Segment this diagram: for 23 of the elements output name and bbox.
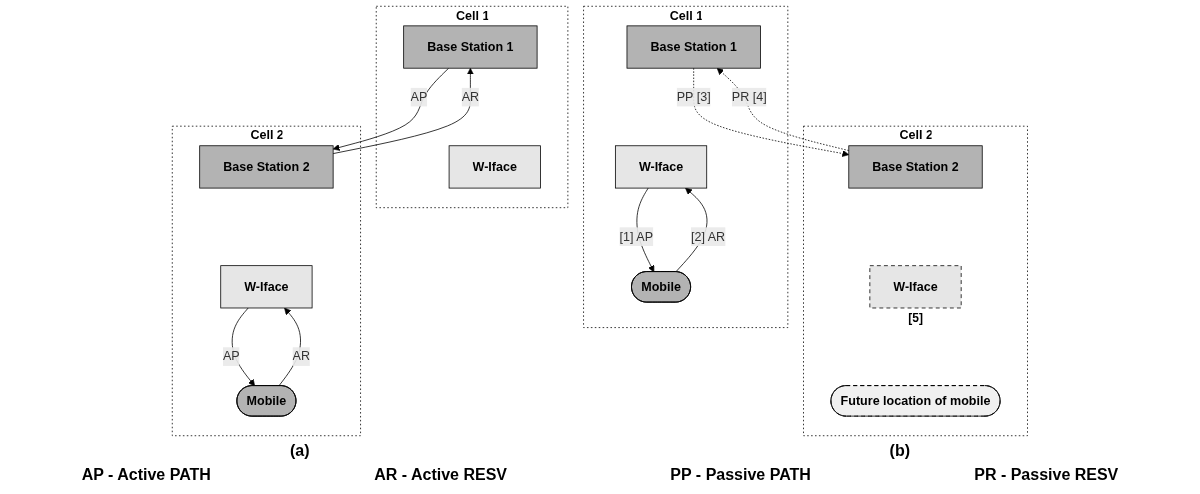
panel-label: (b) [889, 442, 910, 460]
edge-label: PP [3] [676, 90, 711, 104]
node-box: W-Iface [220, 265, 313, 309]
abbreviation-note: AP - Active PATH [81, 466, 211, 484]
edge-label: AP [223, 349, 240, 363]
abbreviation-note: AR - Active RESV [374, 466, 507, 484]
node-box: W-Iface [448, 145, 541, 189]
abbreviation-note: PR - Passive RESV [974, 466, 1119, 484]
step-number: [5] [908, 311, 923, 325]
edge-label: [2] AR [691, 229, 726, 243]
node-box: W-Iface [615, 145, 708, 189]
node-box: Base Station 1 [403, 25, 538, 69]
node-box: Base Station 2 [199, 145, 334, 189]
edge-label: AR [461, 90, 480, 104]
node-box: Base Station 1 [626, 25, 761, 69]
edge-label: AP [410, 90, 428, 104]
abbreviation-note: PP - Passive PATH [670, 466, 811, 484]
node-box: Base Station 2 [848, 145, 983, 189]
edge-label: [1] AP [619, 229, 654, 243]
edge-label: AR [292, 349, 311, 363]
edge-label: PR [4] [731, 90, 767, 104]
node-box: W-Iface [869, 265, 962, 309]
panel-label: (a) [290, 442, 310, 460]
